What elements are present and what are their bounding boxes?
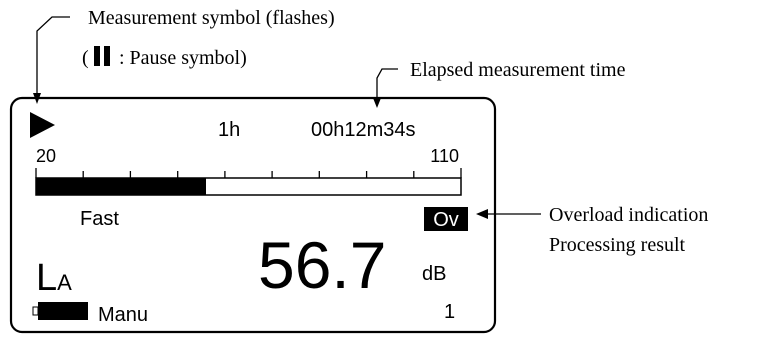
measurement-symbol-leader bbox=[36, 16, 70, 93]
pause-icon-bar-left bbox=[94, 46, 100, 66]
overload-badge bbox=[424, 207, 468, 231]
quantity-main: L bbox=[36, 257, 57, 299]
pause-symbol-label: : Pause symbol) bbox=[119, 47, 247, 69]
measurement-interval: 1h bbox=[218, 119, 240, 141]
overload-label: Overload indication bbox=[549, 204, 708, 226]
range-mode: Manu bbox=[98, 304, 148, 326]
result-index: 1 bbox=[444, 301, 455, 323]
battery-icon bbox=[32, 302, 88, 320]
overload-arrowhead bbox=[476, 209, 488, 219]
measurement-symbol-label: Measurement symbol (flashes) bbox=[88, 7, 335, 29]
quantity-sub: A bbox=[57, 270, 72, 295]
overload-badge-text: Ov bbox=[433, 209, 459, 231]
bar-graph-ticks bbox=[35, 168, 462, 178]
processing-result-label: Processing result bbox=[549, 234, 686, 256]
scale-min-label: 20 bbox=[36, 146, 56, 166]
quantity-label: LA bbox=[36, 257, 72, 299]
measured-value: 56.7 bbox=[258, 228, 386, 302]
elapsed-time-leader bbox=[376, 68, 398, 98]
lcd-display-frame bbox=[9, 96, 497, 334]
scale-max-label: 110 bbox=[430, 146, 459, 166]
elapsed-time-arrowhead bbox=[373, 98, 381, 108]
measurement-play-icon bbox=[30, 112, 55, 138]
elapsed-time-readout: 00h12m34s bbox=[311, 119, 416, 141]
time-weighting: Fast bbox=[80, 208, 119, 230]
elapsed-time-label: Elapsed measurement time bbox=[410, 59, 626, 81]
pause-icon-bar-right bbox=[104, 46, 110, 66]
bar-graph-level bbox=[36, 178, 206, 195]
pause-prefix: ( bbox=[82, 47, 89, 69]
unit-label: dB bbox=[422, 263, 446, 285]
